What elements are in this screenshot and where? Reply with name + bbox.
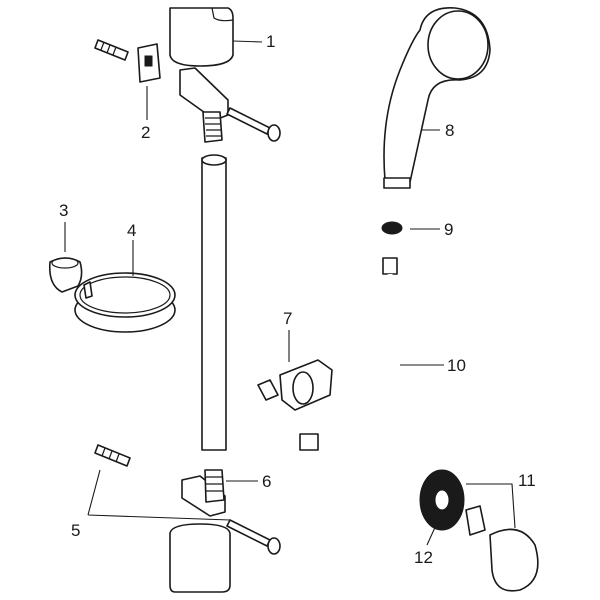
part-8-hand-shower: [383, 7, 491, 189]
part-3-clip: [48, 257, 83, 293]
part-7-slider: [257, 359, 333, 411]
label-3: 3: [59, 201, 68, 220]
label-11: 11: [518, 471, 536, 490]
part-12-flange: [419, 469, 465, 531]
bottom-cap: [169, 523, 231, 593]
label-5: 5: [71, 521, 80, 540]
leader-lines: [64, 40, 516, 546]
part-5-dowel: [94, 444, 131, 467]
part-1-top-cap: [169, 7, 234, 67]
part-9-washer: [381, 221, 403, 235]
part-6-bottom-holder: [181, 469, 281, 555]
part-10-hose: [299, 257, 398, 552]
part-4-soap-ring: [74, 272, 176, 333]
label-2: 2: [141, 123, 150, 142]
label-10: 10: [447, 356, 466, 375]
slide-rail: [201, 154, 227, 451]
label-12: 12: [414, 548, 433, 567]
label-7: 7: [283, 309, 292, 328]
label-1: 1: [266, 32, 275, 51]
part-2-wall-bracket: [94, 39, 161, 83]
label-8: 8: [445, 121, 454, 140]
label-6: 6: [262, 472, 271, 491]
part-11-wall-outlet: [465, 505, 539, 592]
label-9: 9: [444, 220, 453, 239]
top-screw: [226, 107, 281, 142]
top-bar-holder: [179, 67, 229, 143]
label-4: 4: [127, 221, 136, 240]
